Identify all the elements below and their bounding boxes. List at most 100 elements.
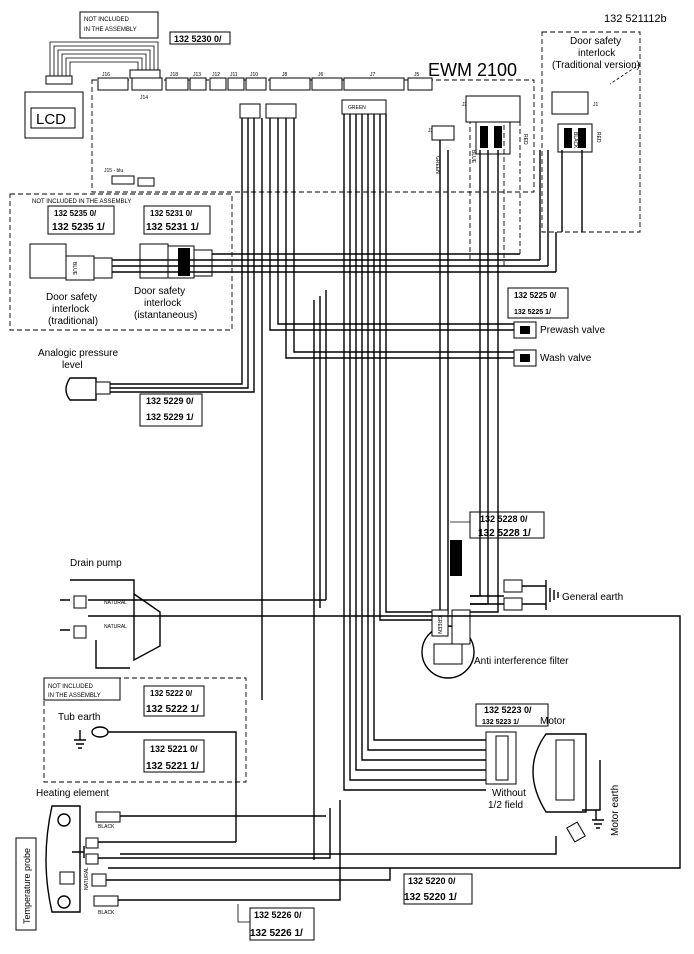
connector-j16: J16 xyxy=(102,72,110,78)
temperature-probe-box xyxy=(15,837,37,931)
code-pressure-alt: 132 5229 1/ xyxy=(146,412,194,422)
door-trad-plug xyxy=(551,91,589,115)
j3-green: GREEN xyxy=(434,156,440,174)
door-trad-connector xyxy=(29,243,67,279)
code-tub-a: 132 5222 0/ xyxy=(150,689,193,698)
motor-earth-label: Motor earth xyxy=(610,785,621,836)
door-inst-3: (istantaneous) xyxy=(134,310,197,321)
anti-filter-label: Anti interference filter xyxy=(474,656,569,667)
not-included-tub-1: NOT INCLUDED xyxy=(48,684,94,690)
plug-pressure xyxy=(239,103,261,119)
door-trad-red: RED xyxy=(595,132,601,143)
code-heater-a-alt: 132 5220 1/ xyxy=(404,892,457,903)
connector-j1: J1 xyxy=(593,102,599,108)
plug-valves xyxy=(265,103,297,119)
heater-black-b: BLACK xyxy=(98,910,115,916)
heating-element xyxy=(45,805,81,913)
code-motor: 132 5223 0/ xyxy=(484,705,532,715)
heater-black-a: BLACK xyxy=(98,824,115,830)
heater-wires xyxy=(98,800,391,901)
code-tub-a-alt: 132 5222 1/ xyxy=(146,704,199,715)
lcd-ribbon xyxy=(45,41,161,85)
plug-main-green: GREEN xyxy=(348,105,366,111)
heater-natural: NATURAL xyxy=(84,867,90,890)
code-pressure: 132 5229 0/ xyxy=(146,396,194,406)
connector-labels: J16 J14 J18 J13 J12 J11 J10 J8 J6 J7 J5 … xyxy=(102,72,599,134)
code-tub-b: 132 5221 0/ xyxy=(150,744,198,754)
connector-j8: J8 xyxy=(282,72,288,78)
not-included-lcd-2: IN THE ASSEMBLY xyxy=(84,27,137,33)
pump-natural-b: NATURAL xyxy=(104,624,127,630)
j2-red: RED xyxy=(522,134,528,145)
filter-green: GREEN xyxy=(436,616,442,634)
door-trad-box-1: Door safety xyxy=(46,292,97,303)
connector-j10: J10 xyxy=(250,72,258,78)
pressure-wires xyxy=(110,118,255,393)
code-valves: 132 5225 0/ xyxy=(514,291,557,300)
code-lcd: 132 5230 0/ xyxy=(174,34,222,44)
connector-j7: J7 xyxy=(370,72,376,78)
wash-valve-label: Wash valve xyxy=(540,353,592,364)
door-trad-box-3: (traditional) xyxy=(48,316,98,327)
j2-black: BLACK xyxy=(496,130,502,147)
prewash-valve-label: Prewash valve xyxy=(540,325,605,336)
code-main-alt: 132 5228 1/ xyxy=(478,528,531,539)
door-trad-black: BLACK xyxy=(572,132,578,149)
door-inst-2: interlock xyxy=(144,298,182,309)
temperature-probe-label: Temperature probe xyxy=(22,848,32,924)
j15-label: J15 - blu xyxy=(104,168,123,174)
pump-wires xyxy=(88,599,681,869)
door-trad-title: Door safety xyxy=(570,36,621,47)
j2-blue: BLUE xyxy=(470,150,476,164)
not-included-box-lcd xyxy=(79,11,159,39)
main-harness xyxy=(319,114,486,791)
tub-earth-label: Tub earth xyxy=(58,712,100,723)
door-bus xyxy=(112,122,583,273)
door-inst-connector xyxy=(139,243,169,279)
connector-j14: J14 xyxy=(140,95,148,101)
code-door-inst-alt: 132 5231 1/ xyxy=(146,222,199,233)
door-trad-box-2: interlock xyxy=(52,304,90,315)
connector-j6: J6 xyxy=(318,72,324,78)
drawing-number: 132 521112b xyxy=(604,13,667,25)
connector-j3: J3 xyxy=(428,128,434,134)
code-heater-a: 132 5220 0/ xyxy=(408,876,456,886)
connector-j5: J5 xyxy=(414,72,420,78)
code-door-trad: 132 5235 0/ xyxy=(54,209,97,218)
board-title: EWM 2100 xyxy=(428,60,517,80)
code-door-inst: 132 5231 0/ xyxy=(150,209,193,218)
motor xyxy=(532,733,587,813)
left-riser-wires xyxy=(235,118,315,860)
code-door-trad-alt: 132 5235 1/ xyxy=(52,222,105,233)
code-heater-b-alt: 132 5226 1/ xyxy=(250,928,303,939)
connector-row xyxy=(97,77,433,91)
door-box-blue: BLUE xyxy=(71,262,77,276)
door-interlock-box xyxy=(9,193,233,331)
without-2: 1/2 field xyxy=(488,800,523,811)
without-1: Without xyxy=(492,788,526,799)
pressure-label-1: Analogic pressure xyxy=(38,348,118,359)
not-included-tub-2: IN THE ASSEMBLY xyxy=(48,693,101,699)
general-earth-label: General earth xyxy=(562,592,623,603)
door-trad-version: (Traditional version) xyxy=(552,60,640,71)
connector-j12: J12 xyxy=(212,72,220,78)
drain-pump xyxy=(70,579,161,662)
door-inst-1: Door safety xyxy=(134,286,185,297)
tub-earth-box xyxy=(43,677,247,783)
code-valves-alt: 132 5225 1/ xyxy=(514,309,551,316)
door-trad-sub: interlock xyxy=(578,48,616,59)
code-tub-b-alt: 132 5221 1/ xyxy=(146,761,199,772)
connector-j11: J11 xyxy=(230,72,238,78)
motor-label: Motor xyxy=(540,716,566,727)
not-included-lcd-1: NOT INCLUDED xyxy=(84,17,130,23)
not-included-door: NOT INCLUDED IN THE ASSEMBLY xyxy=(32,199,131,205)
lcd-label: LCD xyxy=(36,111,66,128)
pump-natural-a: NATURAL xyxy=(104,600,127,606)
connector-j13: J13 xyxy=(193,72,201,78)
heating-element-label: Heating element xyxy=(36,788,109,799)
code-motor-alt: 132 5223 1/ xyxy=(482,719,519,726)
pressure-label-2: level xyxy=(62,360,83,371)
drain-pump-label: Drain pump xyxy=(70,558,122,569)
plug-main xyxy=(341,99,387,115)
